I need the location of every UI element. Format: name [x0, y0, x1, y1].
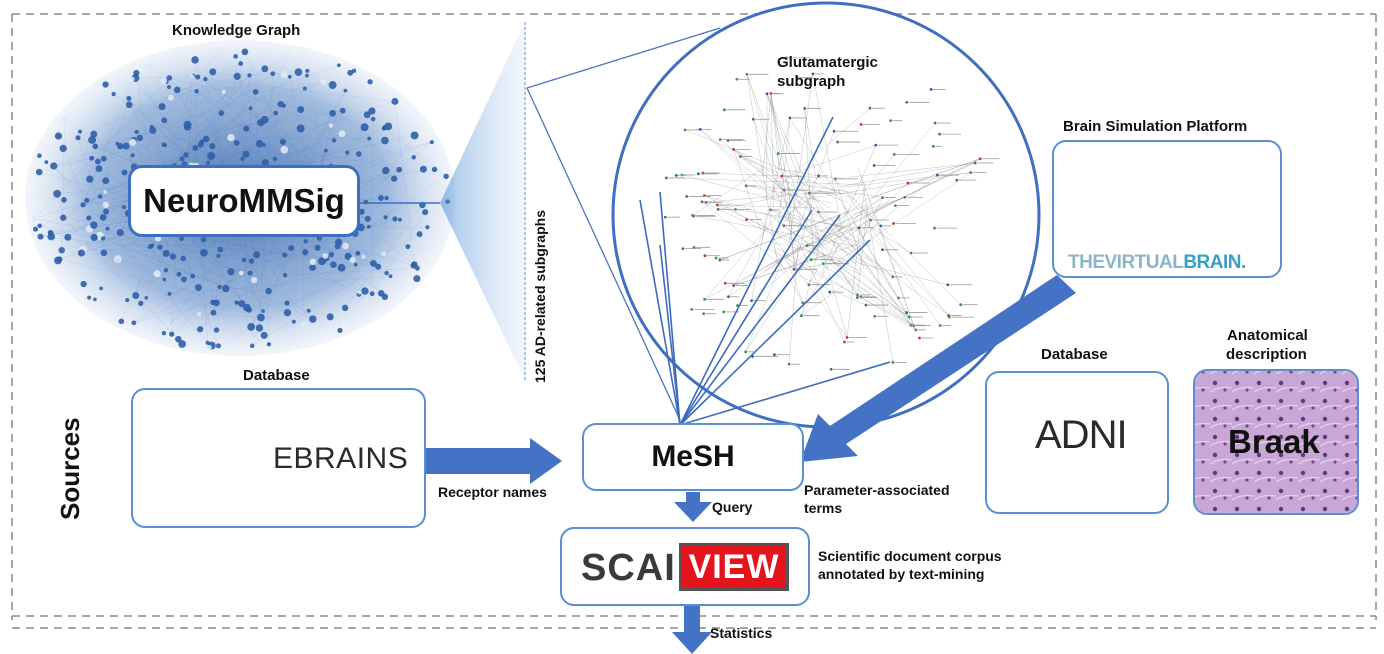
mesh-label: MeSH: [651, 440, 735, 473]
query-label: Query: [712, 499, 753, 515]
tvb-box[interactable]: THEVIRTUALBRAIN.: [1052, 140, 1282, 278]
parameter-terms-label-line2: terms: [804, 500, 843, 516]
adni-label: ADNI: [1035, 413, 1128, 457]
statistics-label: Statistics: [710, 625, 773, 641]
mesh-link-lines: [639, 116, 891, 426]
mesh-box[interactable]: MeSH: [582, 423, 804, 491]
tvb-logo-part1: THEVIRTUAL: [1068, 252, 1184, 273]
receptor-names-label: Receptor names: [438, 484, 547, 500]
neurommsig-box[interactable]: NeuroMMSig: [128, 165, 360, 237]
glutamatergic-subgraph-circle: [611, 1, 1041, 429]
scaiview-part1: SCAI: [581, 547, 676, 589]
braak-label: Braak: [1228, 423, 1320, 460]
scaiview-view-badge: VIEW: [679, 543, 789, 591]
braak-header-line2: description: [1226, 346, 1307, 363]
tvb-header: Brain Simulation Platform: [1063, 118, 1248, 135]
arrows: [426, 275, 1076, 654]
neurommsig-label: NeuroMMSig: [143, 182, 345, 219]
scaiview-box[interactable]: SCAI VIEW: [560, 527, 810, 606]
subgraph-count-caption: 125 AD-related subgraphs: [532, 210, 548, 383]
tvb-logo-text: THEVIRTUALBRAIN.: [1068, 252, 1246, 274]
scaiview-description-line1: Scientific document corpus: [818, 548, 1002, 564]
ebrains-label: EBRAINS: [273, 442, 409, 475]
sources-section-label: Sources: [55, 417, 85, 520]
braak-histology-image: [1195, 371, 1357, 513]
adni-header: Database: [1041, 346, 1108, 363]
ebrains-box[interactable]: EBRAINS: [131, 388, 426, 528]
glutamatergic-title-line1: Glutamatergic: [777, 54, 878, 71]
scaiview-description-line2: annotated by text-mining: [818, 566, 985, 582]
braak-box[interactable]: Braak: [1193, 369, 1359, 515]
parameter-terms-label-line1: Parameter-associated: [804, 482, 950, 498]
ebrains-header: Database: [243, 367, 310, 384]
glutamatergic-title-line2: subgraph: [777, 73, 846, 90]
knowledge-graph-title: Knowledge Graph: [172, 22, 301, 39]
sources-dashed-frame: [11, 13, 1377, 629]
zoom-lines: [526, 27, 721, 421]
subgraph-fan: [360, 22, 526, 380]
braak-header-line1: Anatomical: [1227, 327, 1308, 344]
adni-box[interactable]: ADNI: [985, 371, 1169, 514]
tvb-logo-part2: BRAIN.: [1183, 252, 1246, 273]
scaiview-part2: VIEW: [688, 547, 780, 586]
